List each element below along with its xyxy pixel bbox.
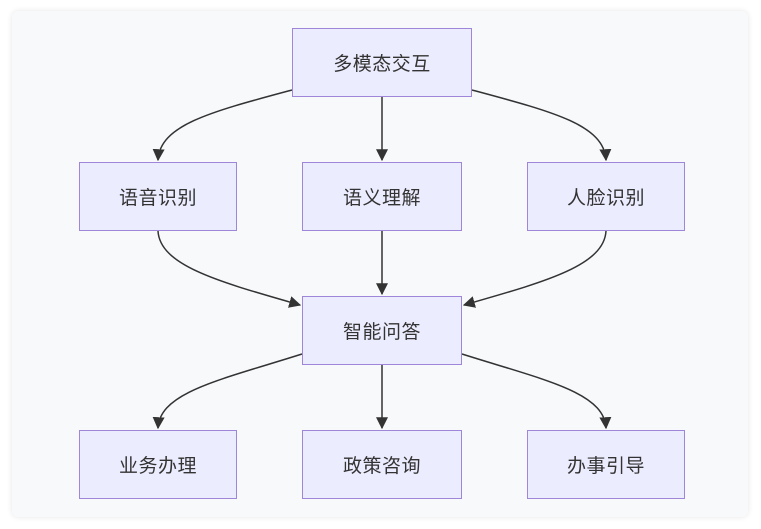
node-intelligent-qa: 智能问答 bbox=[302, 296, 462, 365]
node-speech-recognition: 语音识别 bbox=[79, 162, 237, 231]
node-label: 人脸识别 bbox=[566, 187, 645, 209]
edge-top-speech bbox=[152, 89, 293, 162]
node-policy-consultation: 政策咨询 bbox=[302, 430, 462, 499]
node-label: 语义理解 bbox=[342, 187, 421, 209]
node-label: 智能问答 bbox=[342, 321, 421, 343]
node-label: 语音识别 bbox=[118, 187, 197, 209]
node-service-guide: 办事引导 bbox=[527, 430, 685, 499]
node-semantic-understanding: 语义理解 bbox=[302, 162, 462, 231]
edge-face-qa bbox=[462, 230, 607, 308]
node-face-recognition: 人脸识别 bbox=[527, 162, 685, 231]
node-multimodal-interaction: 多模态交互 bbox=[292, 28, 472, 97]
edge-qa-guide bbox=[461, 353, 612, 430]
node-label: 政策咨询 bbox=[342, 455, 421, 477]
node-business-handling: 业务办理 bbox=[79, 430, 237, 499]
edge-top-face bbox=[471, 89, 612, 162]
edge-speech-qa bbox=[157, 230, 302, 308]
node-label: 多模态交互 bbox=[333, 53, 431, 75]
edge-qa-business bbox=[152, 353, 303, 430]
node-label: 业务办理 bbox=[118, 455, 197, 477]
node-label: 办事引导 bbox=[566, 455, 645, 477]
